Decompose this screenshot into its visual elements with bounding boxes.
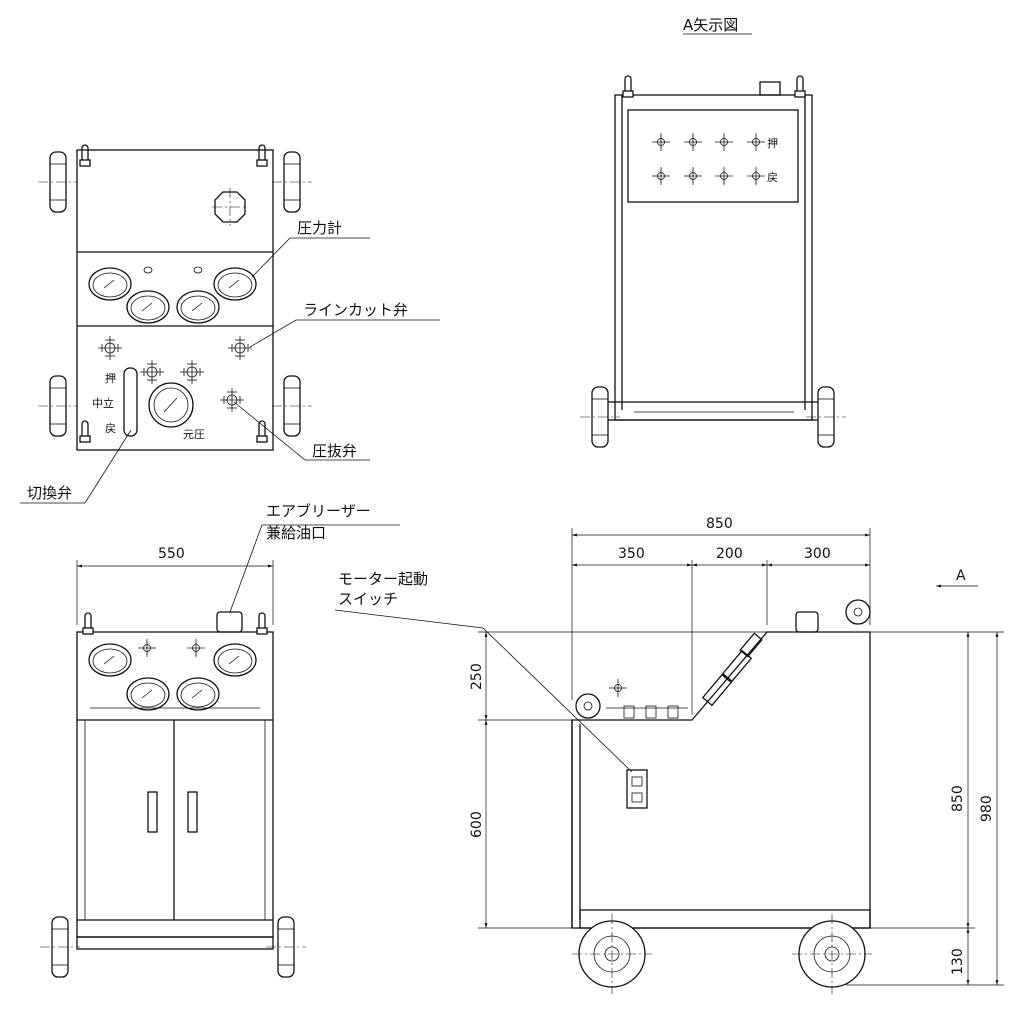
mark-neutral: 中立 [92, 396, 114, 410]
sloped-panel-valves [701, 632, 763, 707]
arrow-view-body [614, 94, 813, 421]
arrow-view-a: A矢示図 押 戻 [579, 16, 847, 448]
arrow-marker-a: A [956, 568, 966, 584]
callout-relief-valve: 圧抜弁 [312, 442, 357, 460]
top-view: 押 中立 戻 元圧 圧力計 ラインカット弁 圧抜弁 切換弁 [20, 144, 440, 504]
dim-wheel-height: 130 [950, 948, 966, 975]
top-view-outline [76, 149, 274, 451]
dim-front-width: 550 [158, 546, 185, 562]
dim-upper-height: 250 [469, 663, 485, 690]
callout-switch-valve: 切換弁 [27, 484, 72, 502]
source-pressure-gauge-icon [148, 382, 194, 428]
callout-air-breather-1: エアブリーザー [266, 502, 371, 520]
side-view: 850 350 200 300 250 600 850 980 130 A モー… [334, 516, 1004, 995]
arrow-view-panel [627, 109, 799, 203]
panel-mark-push: 押 [767, 136, 778, 150]
callout-pressure-gauge: 圧力計 [297, 219, 342, 237]
callout-motor-switch-1: モーター起動 [338, 570, 428, 588]
dim-total-height: 980 [979, 795, 995, 822]
callout-motor-switch-2: スイッチ [338, 590, 398, 608]
callout-line-cut-valve: ラインカット弁 [303, 301, 408, 319]
dim-side-total: 850 [706, 516, 733, 532]
pressure-gauge-icons [88, 266, 257, 324]
arrow-view-title: A矢示図 [683, 16, 738, 34]
front-view-outline [76, 631, 274, 938]
dim-lower-height: 600 [469, 811, 485, 838]
motor-switch-icon [626, 769, 648, 809]
front-view: 550 エアブリーザー 兼給油口 [39, 502, 400, 978]
mark-push: 押 [105, 371, 116, 385]
air-breather-icon [216, 611, 243, 633]
filler-cap-icon [212, 188, 248, 226]
mark-return: 戻 [105, 422, 116, 435]
top-valves [575, 678, 688, 719]
dim-side-seg1: 350 [618, 546, 645, 562]
callout-air-breather-2: 兼給油口 [266, 524, 326, 542]
dim-side-seg2: 200 [716, 546, 743, 562]
dim-body-height: 850 [950, 785, 966, 812]
switch-valve-lever-icon [123, 367, 138, 437]
panel-mark-return: 戻 [767, 171, 778, 184]
panel-valve-icons [651, 132, 766, 186]
dim-side-seg3: 300 [804, 546, 831, 562]
mark-source-pressure: 元圧 [183, 428, 205, 441]
